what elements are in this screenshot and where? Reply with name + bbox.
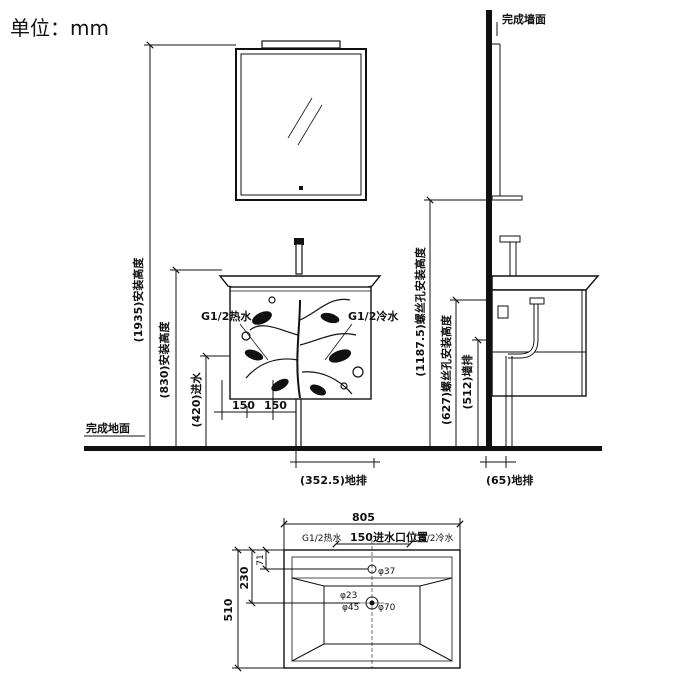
plan-width: 805 xyxy=(352,511,375,524)
wall-label: 完成墙面 xyxy=(502,12,546,26)
dim-bolt-low: (627)螺丝孔安装高度 xyxy=(439,314,453,425)
cold-water-callout: G1/2冷水 xyxy=(348,309,399,323)
dim-drain: (352.5)地排 xyxy=(300,473,367,487)
plan-d45: φ45 xyxy=(342,603,359,613)
plan-dim-230: 230 xyxy=(238,566,251,589)
dim-offset-right: 150 xyxy=(264,399,287,412)
vanity-side xyxy=(491,235,600,446)
wall-section xyxy=(486,10,523,446)
dim-floor-drain: (65)地排 xyxy=(486,473,533,487)
basin-plan xyxy=(283,540,461,669)
dim-lines-side xyxy=(424,196,516,468)
plan-dim-71: 71 xyxy=(256,554,266,565)
plan-d23: φ23 xyxy=(340,591,357,601)
dim-lines-plan xyxy=(232,518,464,672)
floor-label: 完成地面 xyxy=(86,421,130,435)
plan-hot: G1/2热水 xyxy=(302,532,341,544)
hot-water-callout: G1/2热水 xyxy=(201,309,252,323)
dim-basin-height: (830)安装高度 xyxy=(157,320,171,398)
plan-d37: φ37 xyxy=(378,567,395,577)
dim-bolt-high: (1187.5)螺丝孔安装高度 xyxy=(413,246,427,377)
dim-total-height: (1935)安装高度 xyxy=(131,257,145,343)
vanity-front xyxy=(218,238,382,446)
plan-d70: φ70 xyxy=(378,603,396,613)
plan-depth: 510 xyxy=(222,598,235,621)
dim-inlet-height: (420)进水 xyxy=(189,371,203,427)
plan-center: 150进水口位置 xyxy=(350,530,428,544)
unit-label: 单位：mm xyxy=(10,16,109,40)
plan-cold: G1/2冷水 xyxy=(414,532,453,544)
floor-line xyxy=(84,435,602,451)
dim-lines-front xyxy=(144,41,380,468)
mirror-cabinet xyxy=(235,40,367,201)
dim-offset-left: 150 xyxy=(232,399,255,412)
dim-wall-drain: (512)墙排 xyxy=(460,354,474,409)
